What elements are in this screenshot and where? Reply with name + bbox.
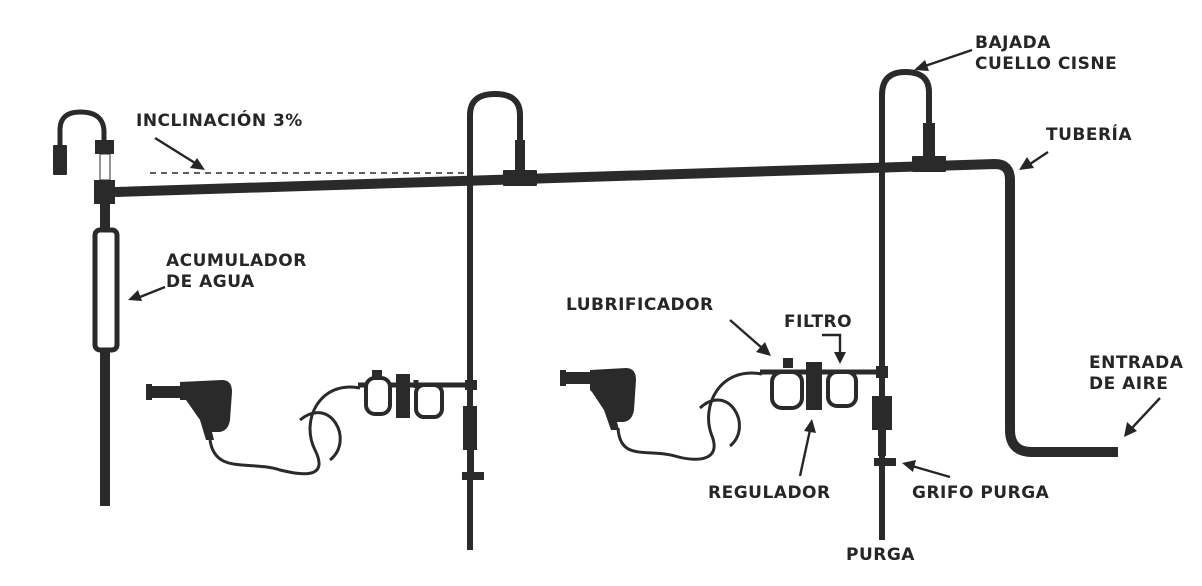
lubricator	[770, 370, 804, 410]
arrow-bajada	[914, 48, 973, 71]
label-regulador: REGULADOR	[708, 483, 831, 503]
label-entrada-line2: DE AIRE	[1089, 374, 1168, 394]
label-entrada-line1: ENTRADA	[1089, 353, 1184, 373]
arrow-regulador	[798, 419, 816, 477]
arrow-lubrificador	[729, 319, 771, 356]
label-acumulador-line2: DE AGUA	[166, 272, 255, 292]
water-accumulator-assembly	[53, 109, 120, 506]
arrow-entrada	[1124, 397, 1161, 437]
air-tool-2	[560, 368, 763, 461]
arrow-inclinacion	[154, 136, 205, 170]
label-grifo-purga: GRIFO PURGA	[912, 483, 1050, 503]
water-accumulator	[92, 227, 120, 353]
label-tuberia: TUBERÍA	[1046, 123, 1132, 145]
label-filtro: FILTRO	[784, 312, 852, 332]
label-inclinacion: INCLINACIÓN 3%	[136, 109, 303, 131]
label-acumulador-line1: ACUMULADOR	[166, 251, 307, 271]
main-pipe	[114, 159, 1118, 457]
arrow-tuberia	[1019, 151, 1049, 170]
frl-unit-2	[760, 358, 882, 410]
label-bajada-line1: BAJADA	[975, 33, 1051, 53]
label-lubrificador: LUBRIFICADOR	[566, 295, 714, 315]
drop-line-2	[872, 68, 946, 540]
filter	[826, 370, 858, 408]
label-bajada-line2: CUELLO CISNE	[975, 54, 1117, 74]
drop-line-1	[462, 90, 537, 550]
drain-tap	[874, 458, 896, 466]
air-tool-1	[146, 380, 361, 476]
regulator	[806, 362, 822, 410]
arrow-grifo-purga	[902, 460, 951, 479]
arrow-filtro	[822, 333, 846, 364]
arrow-acumulador	[128, 285, 166, 301]
frl-unit-1	[358, 370, 470, 419]
label-purga: PURGA	[846, 545, 915, 565]
